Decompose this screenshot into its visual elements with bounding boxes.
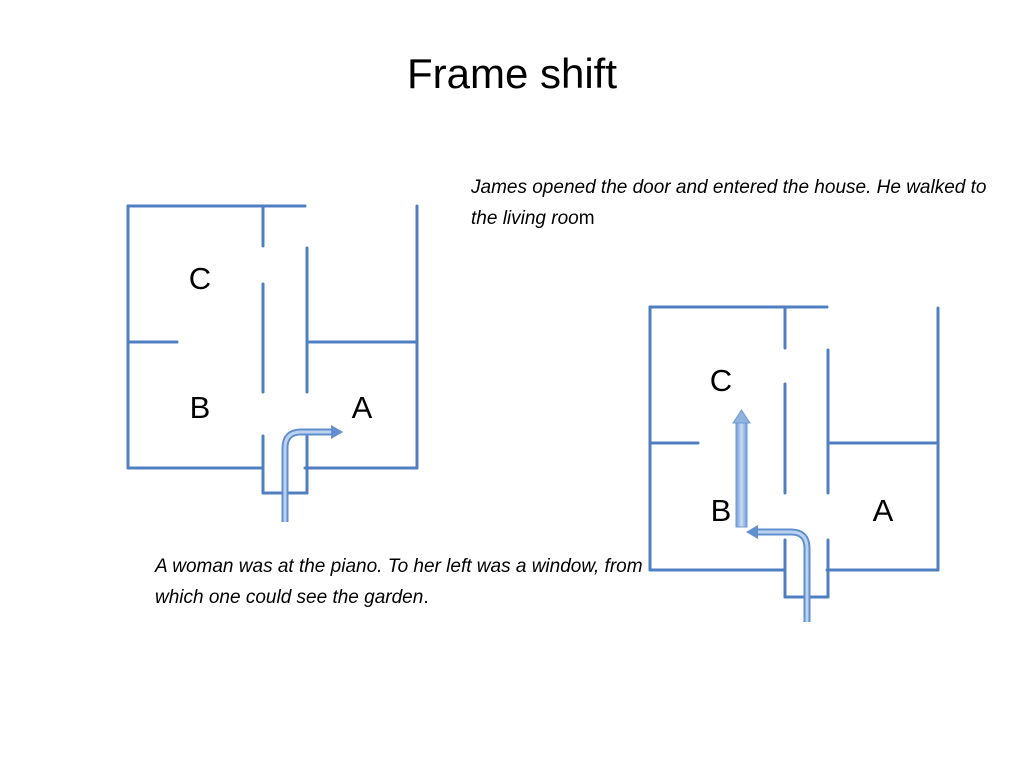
floor-plan-1-walls (126, 204, 419, 495)
room-label-b: B (711, 493, 732, 528)
room-label-c: C (710, 363, 732, 398)
room-label-a: A (352, 390, 373, 425)
room-label-c: C (189, 261, 211, 296)
caption-top-text: James opened the door and entered the ho… (471, 177, 987, 229)
room-label-b: B (190, 390, 211, 425)
path-arrow-to-b (746, 525, 811, 622)
caption-bottom-text: A woman was at the piano. To her left wa… (155, 556, 643, 608)
caption-top-tail: m (578, 208, 595, 229)
path-arrow-to-a (281, 425, 343, 522)
slide-title: Frame shift (406, 50, 618, 97)
room-label-a: A (873, 493, 894, 528)
floor-plan-2-walls (648, 305, 940, 599)
caption-bottom-tail: . (423, 587, 429, 608)
floor-plan-1: C B A (126, 204, 419, 522)
floor-plan-2: C B A (648, 305, 940, 622)
path-arrow-to-c (732, 409, 751, 528)
caption-bottom: A woman was at the piano. To her left wa… (155, 551, 655, 613)
caption-top: James opened the door and entered the ho… (471, 172, 1011, 234)
